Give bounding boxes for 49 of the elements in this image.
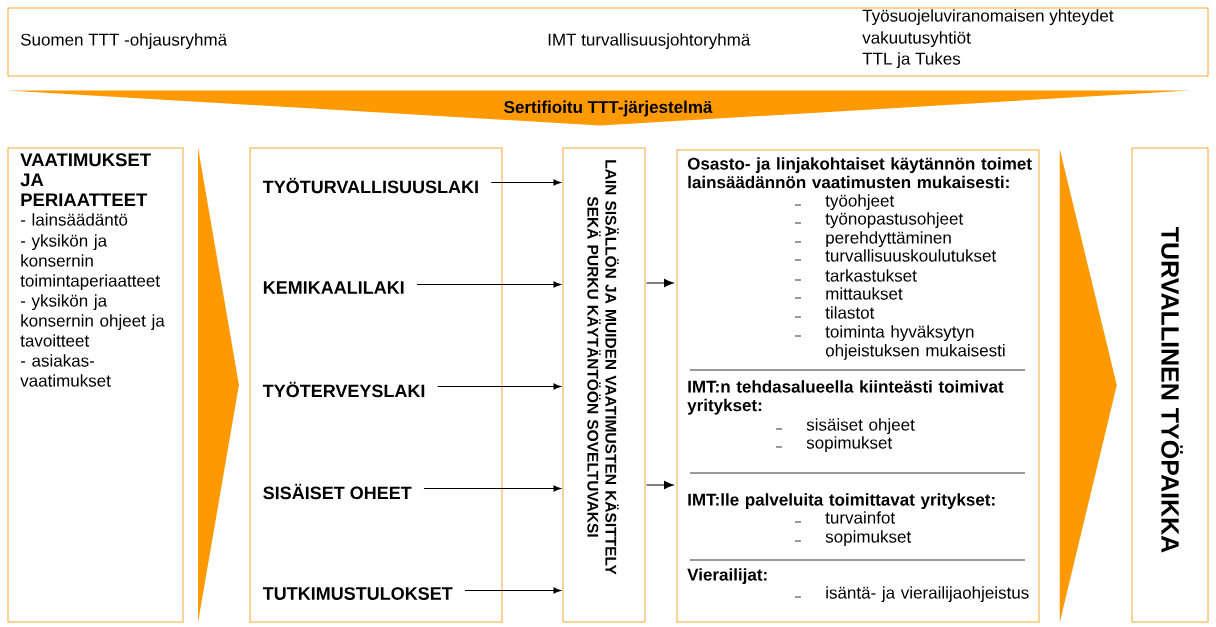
arrow xyxy=(646,480,674,490)
group-name: vakuutusyhtiöt xyxy=(862,31,971,48)
section-heading: IMT:lle palveluita toimittavat yritykset: xyxy=(688,493,995,510)
chevron-arrow xyxy=(198,147,239,623)
section-heading: IMT:n tehdasalueella kiinteästi toimivat yritykset: xyxy=(687,380,1004,415)
list-item: mittaukset xyxy=(794,287,903,300)
section-heading: Osasto- ja linjakohtaiset käytännön toimet lainsäädännön vaatimusten mukaisesti: xyxy=(687,157,1032,189)
law-name: TUTKIMUSTULOKSET xyxy=(262,587,453,600)
list-text: - yksikön ja konsernin toimintaperiaatteet xyxy=(20,234,160,291)
list-item: työohjeet xyxy=(794,194,895,211)
list-item: tilastot xyxy=(794,306,875,319)
arrow xyxy=(423,485,561,492)
list-item: perehdyttäminen xyxy=(794,231,951,248)
group-name: Suomen TTT -ohjausryhmä xyxy=(20,33,228,50)
group-name: IMT turvallisuusjohtoryhmä xyxy=(548,33,751,50)
list-item: turvallisuuskoulutukset xyxy=(794,249,997,262)
law-name: KEMIKAALILAKI xyxy=(263,281,404,294)
arrow xyxy=(490,179,561,186)
box-heading: VAATIMUKSET JA PERIAATTEET xyxy=(20,153,151,207)
list-item: sisäiset ohjeet xyxy=(775,418,915,435)
law-name: SISÄISET OHEET xyxy=(263,483,412,500)
list-item: toiminta hyväksytyn ohjeistuksen mukaisesti xyxy=(794,325,1005,360)
group-name: TTL ja Tukes xyxy=(862,52,961,69)
arrow xyxy=(416,281,561,288)
list-item: työnopastusohjeet xyxy=(794,212,964,229)
header-box xyxy=(7,7,1209,77)
arrow xyxy=(646,278,674,288)
list-item: isäntä- ja vierailijaohjeistus xyxy=(794,586,1029,603)
text-box xyxy=(249,147,503,623)
vertical-text: LAIN SISÄLLÖN JA MUIDEN VAATIMUSTEN KÄSITTELY SEKÄ PURKU KÄYTÄNTÖÖN SOVELTUVAKSI xyxy=(587,160,619,575)
list-item: tarkastukset xyxy=(794,269,917,282)
text-box xyxy=(562,147,646,623)
text-box xyxy=(7,147,184,623)
text-box xyxy=(676,149,1040,623)
list-text: - yksikön ja konsernin ohjeet ja tavoitteet xyxy=(20,294,165,347)
list-text: - asiakas- vaatimukset xyxy=(20,354,111,387)
law-name: TYÖTURVALLISUUSLAKI xyxy=(262,177,478,194)
arrow xyxy=(464,587,561,594)
list-item: turvainfot xyxy=(794,511,895,524)
vertical-text: TURVALLINEN TYÖPAIKKA xyxy=(1161,227,1183,553)
text-box xyxy=(1131,147,1209,623)
list-item: sopimukset xyxy=(775,436,893,453)
section-heading: Vierailijat: xyxy=(687,568,767,585)
group-name: Työsuojeluviranomaisen yhteydet xyxy=(862,9,1114,26)
list-item: sopimukset xyxy=(794,530,912,547)
arrow xyxy=(437,383,561,390)
law-name: TYÖTERVEYSLAKI xyxy=(262,381,425,398)
edge-label: Sertifioitu TTT-järjestelmä xyxy=(504,100,713,117)
list-text: - lainsäädäntö xyxy=(20,213,128,226)
